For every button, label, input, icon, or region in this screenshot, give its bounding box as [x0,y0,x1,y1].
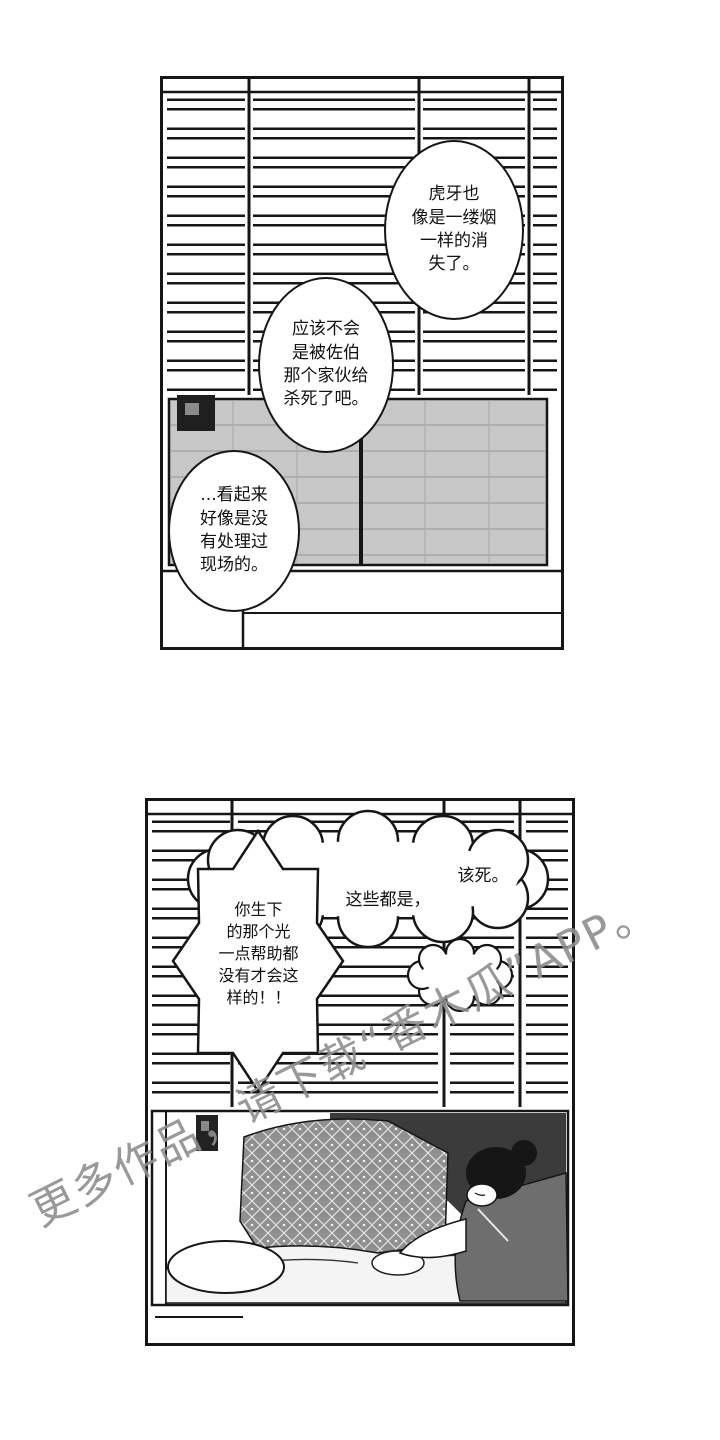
speech-bubble-tiger: 虎牙也 像是一缕烟 一样的消 失了。 [384,140,524,320]
hands [371,1250,425,1276]
cloud-puff [406,937,514,1013]
bubble-text-damn: 该死。 [457,866,509,886]
burst-bubble [171,828,345,1094]
bubble-text-burst: 你生下 的那个光 一点帮助都 没有才会这 样的！！ [218,900,299,1008]
panel-bottom-art [148,801,572,1343]
speech-bubble-scene: ...看起来 好像是没 有处理过 现场的。 [168,450,300,612]
arm [398,1218,467,1259]
bubble-text-these: 这些都是， [345,890,431,910]
speech-bubble-saeki: 应该不会 是被佐伯 那个家伙给 杀死了吧。 [258,277,394,453]
manga-panel-top: 虎牙也 像是一缕烟 一样的消 失了。 应该不会 是被佐伯 那个家伙给 杀死了吧。… [160,76,564,650]
manga-panel-bottom: 该死。 这些都是， 你生下 的那个光 一点帮助都 没有才会这 样的！！ [145,798,575,1346]
hair-bun [511,1140,537,1166]
bed-scene [150,1109,570,1318]
pillow [167,1240,285,1294]
